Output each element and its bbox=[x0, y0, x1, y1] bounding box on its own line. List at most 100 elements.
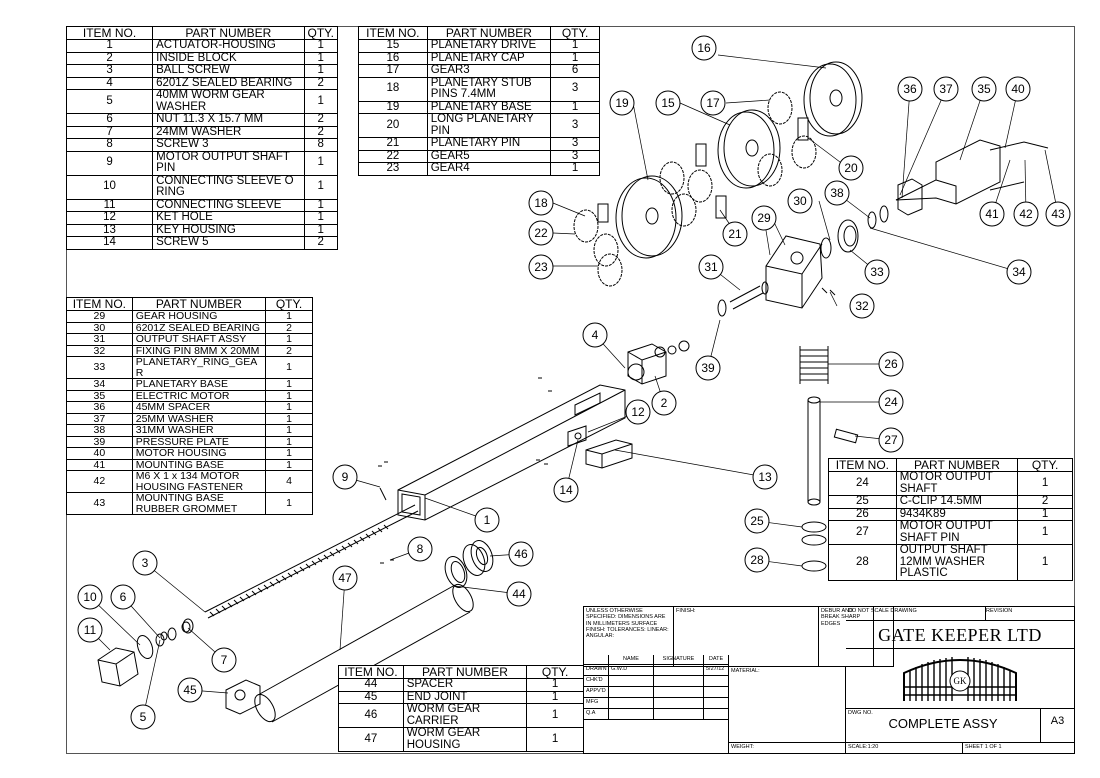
svg-text:34: 34 bbox=[1012, 265, 1026, 279]
item-no-cell: 16 bbox=[358, 51, 428, 65]
item-no-cell: 31 bbox=[66, 333, 133, 346]
balloon-29: 29 bbox=[751, 205, 777, 231]
item-no-cell: 28 bbox=[828, 544, 897, 581]
qty-cell: 1 bbox=[303, 39, 339, 53]
qty-cell: 1 bbox=[265, 458, 313, 471]
item-no-cell: 13 bbox=[65, 223, 154, 237]
balloon-6: 6 bbox=[110, 584, 136, 610]
part-number-cell: PLANETARY_RING_GEAR bbox=[131, 356, 267, 379]
part-number-cell: 25MM WASHER bbox=[131, 412, 267, 425]
svg-text:35: 35 bbox=[977, 82, 991, 96]
qty-cell: 3 bbox=[550, 113, 600, 138]
drawing-title: COMPLETE ASSY bbox=[888, 716, 998, 731]
qty-cell: 1 bbox=[550, 162, 600, 176]
qty-cell: 1 bbox=[550, 51, 600, 65]
part-number-cell: GEAR4 bbox=[426, 162, 552, 176]
material-label: MATERIAL: bbox=[729, 667, 846, 743]
balloon-20: 20 bbox=[838, 155, 864, 181]
part-number-cell: BALL SCREW bbox=[152, 64, 305, 78]
item-no-cell: 33 bbox=[66, 356, 133, 379]
item-no-cell: 37 bbox=[66, 412, 133, 425]
balloon-46: 46 bbox=[508, 541, 534, 567]
part-number-cell: FIXING PIN 8MM X 20MM bbox=[131, 344, 267, 357]
planetary-base-part bbox=[615, 175, 683, 259]
balloon-37: 37 bbox=[933, 76, 959, 102]
qty-cell: 1 bbox=[303, 211, 339, 225]
svg-text:3: 3 bbox=[142, 556, 149, 570]
do-not-scale-note: DO NOT SCALE DRAWING bbox=[846, 607, 986, 621]
qty-cell: 8 bbox=[303, 138, 339, 152]
part-number-cell: ELECTRIC MOTOR bbox=[131, 389, 267, 402]
revision-label: REVISION bbox=[984, 607, 1074, 621]
part-number-cell: 31MM WASHER bbox=[131, 424, 267, 437]
planetary-drive-part bbox=[717, 109, 781, 189]
qty-cell: 6 bbox=[550, 64, 600, 78]
gear-housing-part bbox=[765, 235, 823, 309]
part-number-cell: KEY HOUSING bbox=[152, 223, 305, 237]
qty-cell: 1 bbox=[265, 412, 313, 425]
col-part-number: PART NUMBER bbox=[152, 26, 305, 40]
svg-text:43: 43 bbox=[1051, 207, 1065, 221]
item-no-cell: 7 bbox=[65, 125, 154, 139]
general-notes: UNLESS OTHERWISE SPECIFIED: DIMENSIONS A… bbox=[584, 607, 674, 667]
weight-label: WEIGHT: bbox=[729, 743, 846, 753]
balloon-23: 23 bbox=[528, 254, 554, 280]
svg-text:46: 46 bbox=[514, 547, 528, 561]
qty-cell: 1 bbox=[265, 333, 313, 346]
qty-cell: 2 bbox=[303, 113, 339, 127]
item-no-cell: 2 bbox=[65, 51, 154, 65]
qty-cell: 1 bbox=[1017, 520, 1073, 545]
plastic-washer-part bbox=[801, 560, 827, 572]
part-number-cell: KET HOLE bbox=[152, 211, 305, 225]
part-number-cell: GEAR5 bbox=[426, 149, 552, 163]
part-number-cell: SCREW 3 bbox=[152, 138, 305, 152]
qty-cell: 4 bbox=[265, 470, 313, 493]
col-part-number: PART NUMBER bbox=[895, 458, 1019, 472]
svg-text:24: 24 bbox=[884, 395, 898, 409]
balloon-44: 44 bbox=[506, 581, 532, 607]
item-no-cell: 25 bbox=[828, 495, 897, 509]
qty-cell: 1 bbox=[303, 198, 339, 212]
balloon-45: 45 bbox=[177, 677, 203, 703]
dwg-no-label: DWG NO. COMPLETE ASSY bbox=[846, 709, 1041, 743]
item-no-cell: 18 bbox=[358, 76, 428, 102]
qty-cell: 1 bbox=[265, 378, 313, 391]
balloon-12: 12 bbox=[625, 399, 651, 425]
svg-text:30: 30 bbox=[793, 194, 807, 208]
qty-cell: 2 bbox=[1017, 495, 1073, 509]
item-no-cell: 41 bbox=[66, 458, 133, 471]
qty-cell: 1 bbox=[303, 89, 339, 114]
svg-text:20: 20 bbox=[844, 161, 858, 175]
item-no-cell: 38 bbox=[66, 424, 133, 437]
part-number-cell: WORM GEAR HOUSING bbox=[402, 727, 528, 752]
balloon-25: 25 bbox=[744, 508, 770, 534]
balloon-1: 1 bbox=[474, 507, 500, 533]
col-part-number: PART NUMBER bbox=[426, 26, 552, 40]
qty-cell: 1 bbox=[303, 223, 339, 237]
part-number-cell: LONG PLANETARY PIN bbox=[426, 113, 552, 138]
part-number-cell: 6201Z SEALED BEARING bbox=[152, 76, 305, 90]
svg-text:47: 47 bbox=[338, 571, 352, 585]
item-no-cell: 35 bbox=[66, 389, 133, 402]
svg-text:11: 11 bbox=[84, 623, 97, 637]
part-number-cell: SPACER bbox=[402, 678, 528, 692]
item-no-cell: 24 bbox=[828, 471, 897, 496]
qty-cell: 3 bbox=[550, 76, 600, 102]
svg-text:32: 32 bbox=[855, 299, 869, 313]
item-no-cell: 8 bbox=[65, 138, 154, 152]
svg-text:37: 37 bbox=[939, 82, 953, 96]
